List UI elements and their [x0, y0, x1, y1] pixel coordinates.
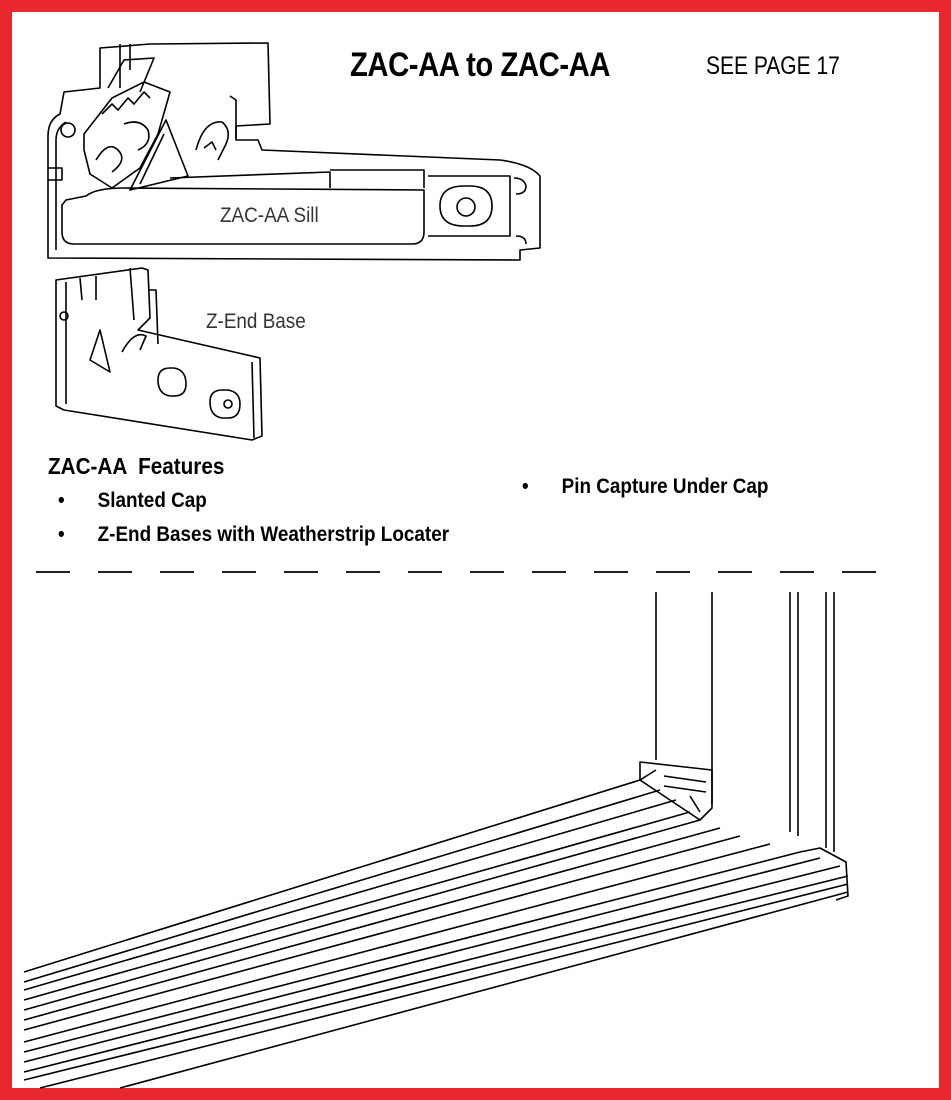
bullet-icon: •: [522, 475, 529, 498]
features-heading: ZAC-AA Features: [48, 453, 225, 479]
sill-label: ZAC-AA Sill: [220, 204, 319, 227]
bullet-icon: •: [58, 523, 65, 546]
feature-text: Z-End Bases with Weatherstrip Locater: [97, 523, 450, 546]
sill-cross-section: [47, 42, 541, 261]
feature-text: Slanted Cap: [97, 489, 207, 512]
see-page-reference: SEE PAGE 17: [706, 52, 840, 80]
feature-text: Pin Capture Under Cap: [561, 475, 769, 498]
z-end-base: [55, 267, 263, 441]
z-end-base-label: Z-End Base: [206, 310, 306, 333]
sill-perspective: [23, 592, 849, 1089]
bullet-icon: •: [58, 489, 65, 512]
page-title: ZAC-AA to ZAC-AA: [350, 46, 611, 84]
